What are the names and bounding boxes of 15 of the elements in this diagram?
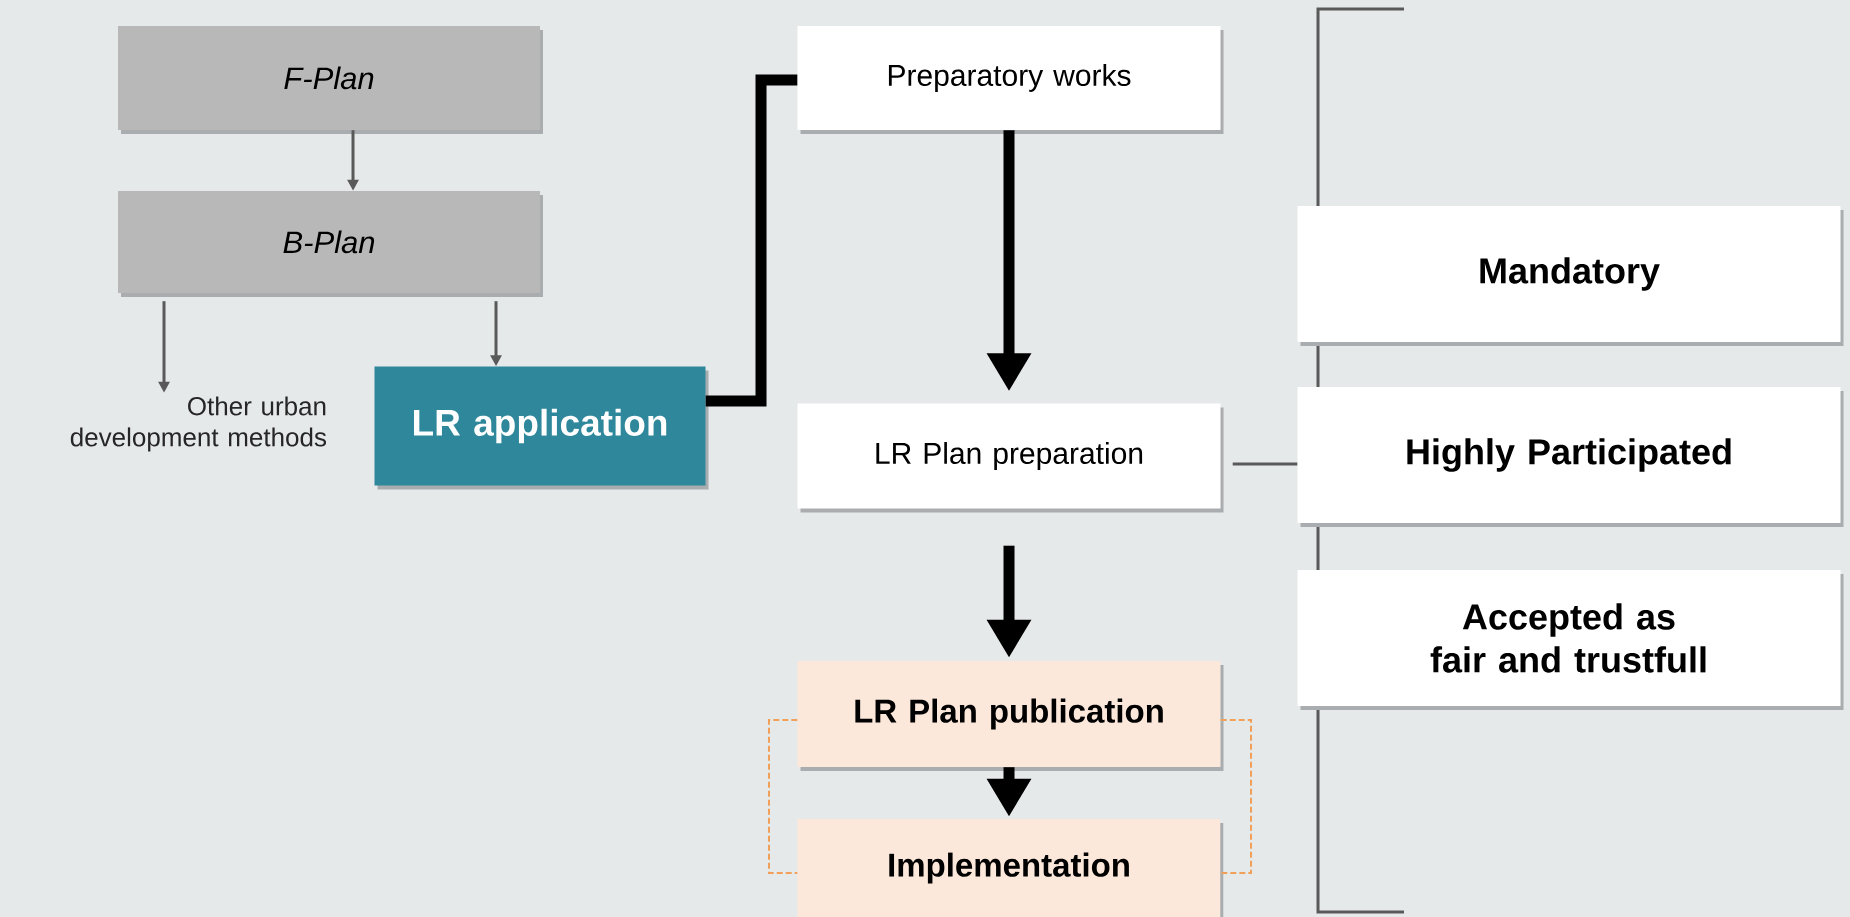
feature-box: Accepted as fair and trustfull: [1297, 570, 1844, 710]
feature-box: Mandatory: [1297, 206, 1844, 346]
feature-box: Highly Participated: [1297, 387, 1844, 527]
connector-line: [1219, 719, 1252, 874]
plan-box: F-Plan: [118, 26, 543, 134]
connector-line: [768, 719, 799, 874]
application-box: LR application: [374, 366, 709, 490]
step-box: LR Plan publication: [797, 661, 1224, 771]
annotation-text: Other urban development methods: [70, 396, 326, 452]
plan-box: B-Plan: [118, 191, 543, 297]
connector-line: [1232, 462, 1298, 466]
step-box: Implementation: [797, 819, 1224, 917]
process-box: LR Plan preparation: [797, 403, 1224, 513]
process-box: Preparatory works: [797, 26, 1224, 134]
connector-line: [705, 74, 798, 407]
